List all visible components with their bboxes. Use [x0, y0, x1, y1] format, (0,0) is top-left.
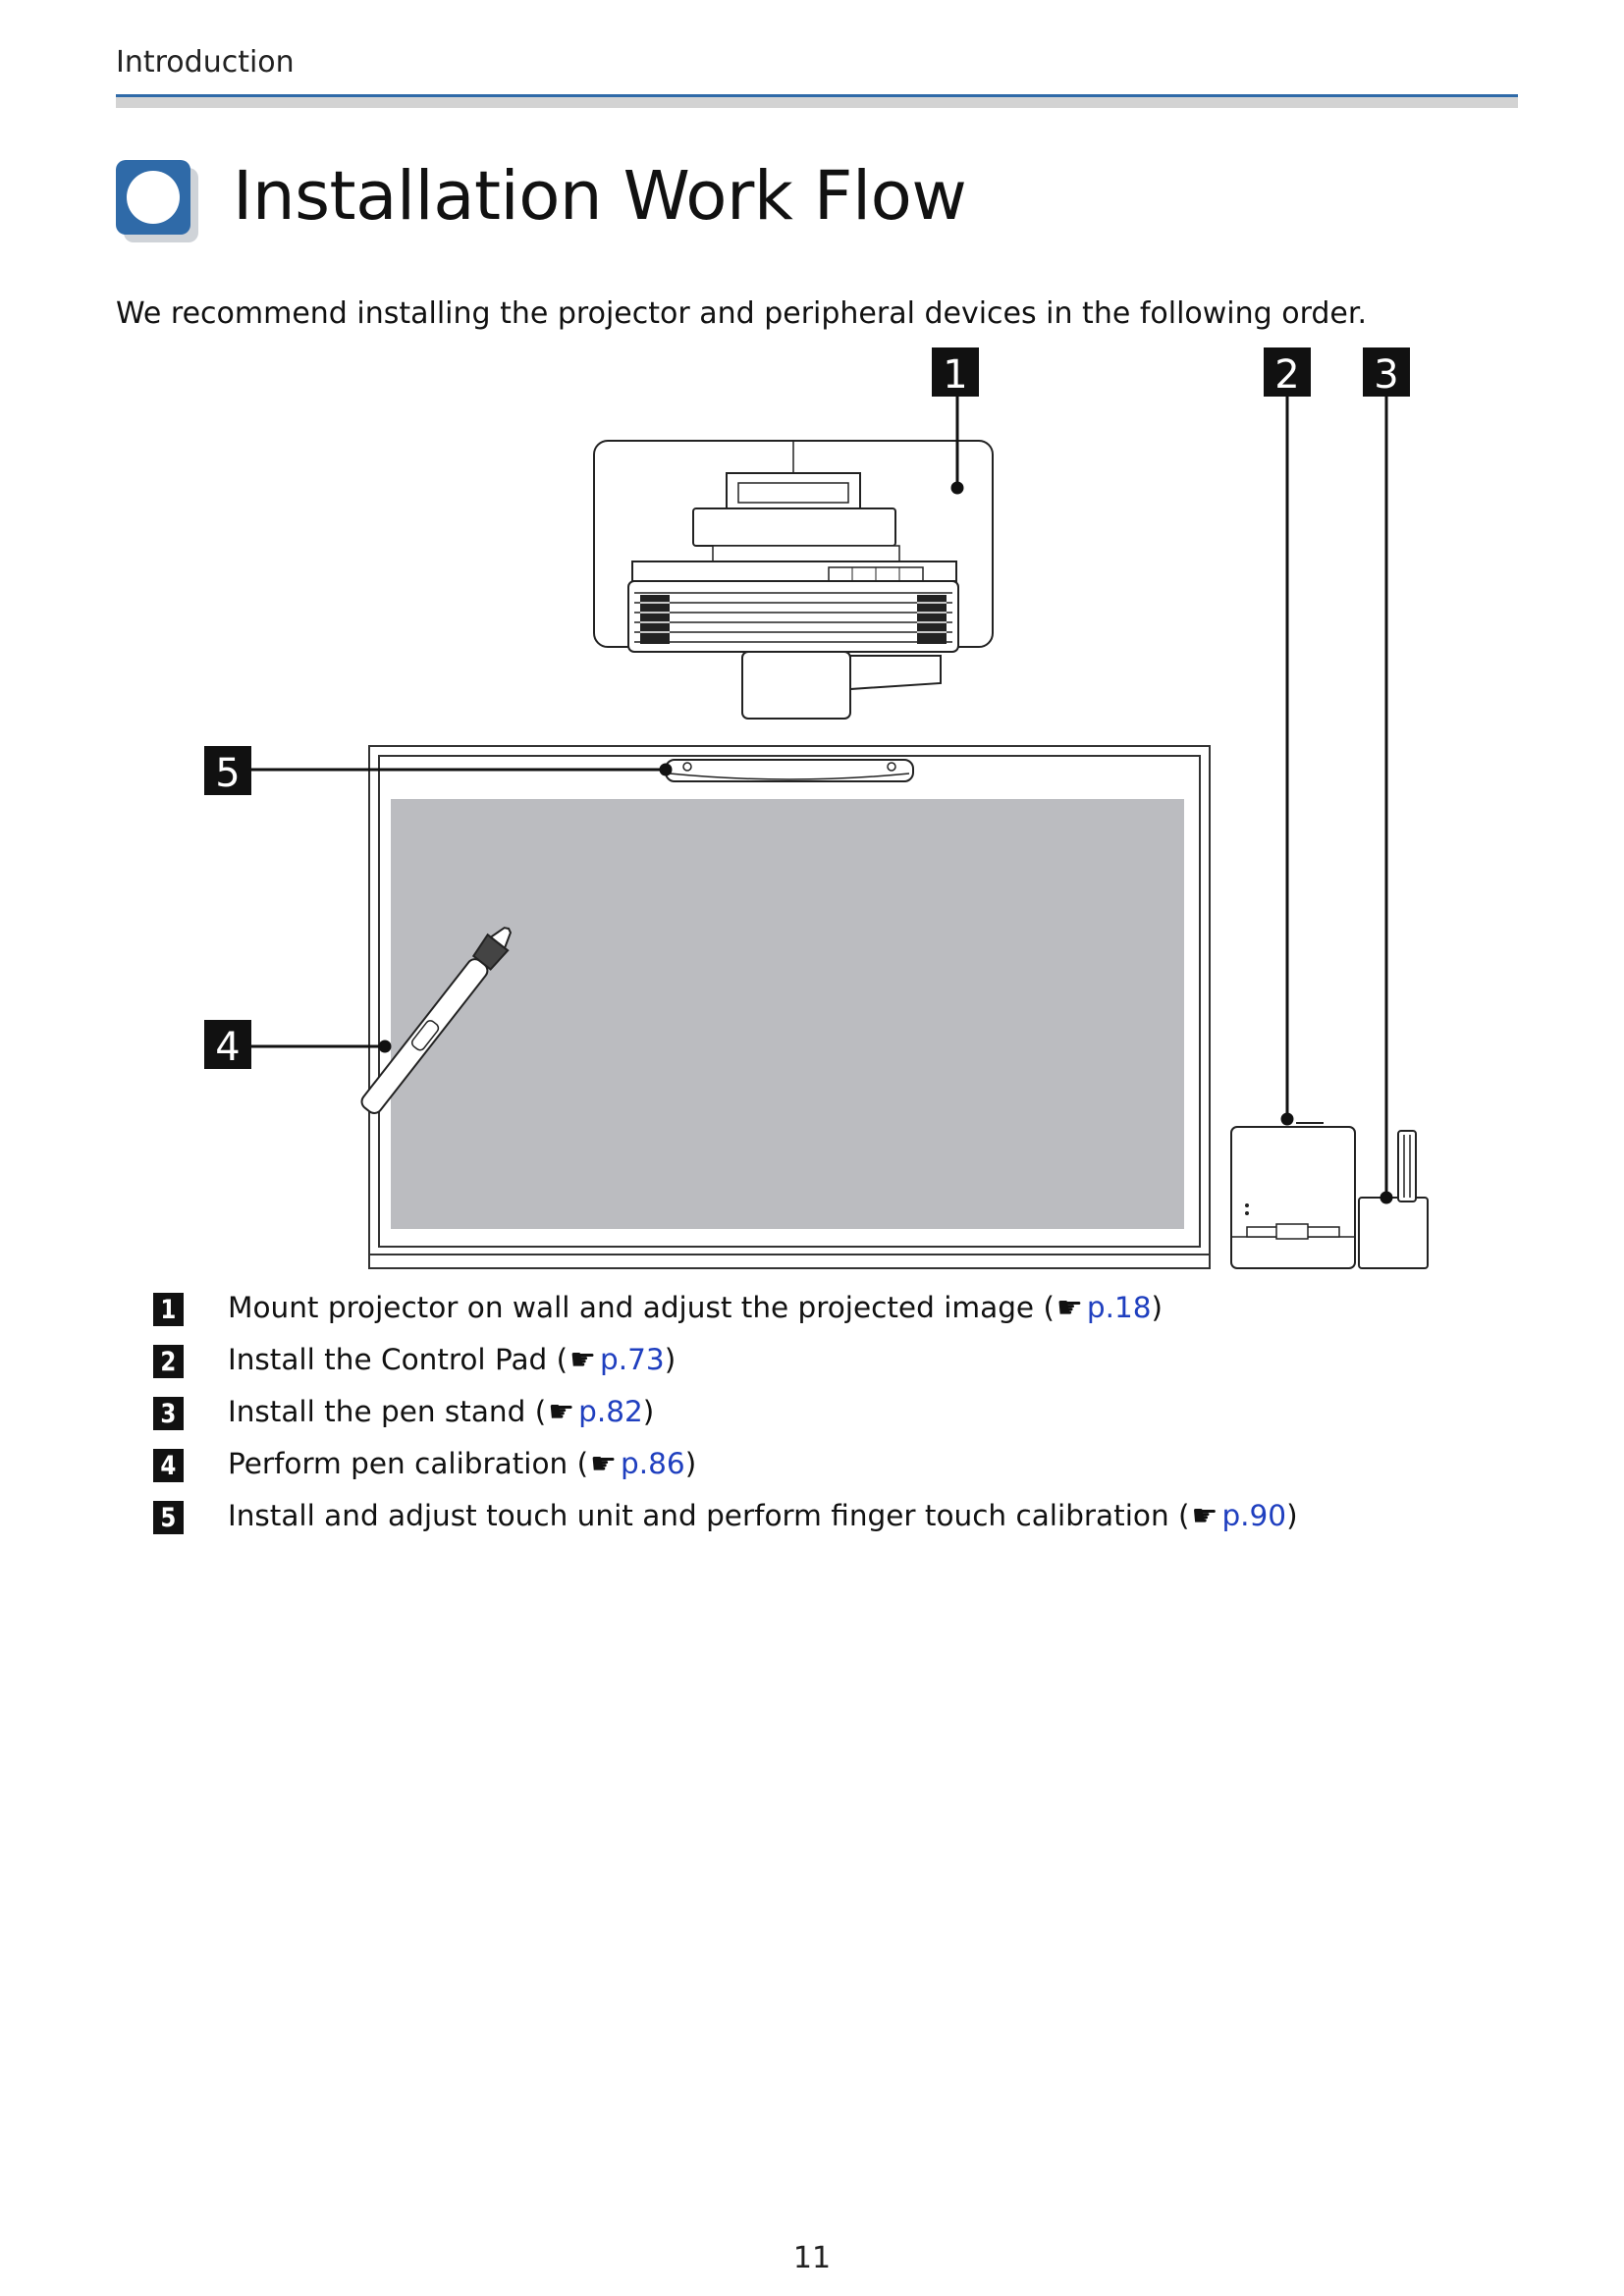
step-item-3: 3 Install the pen stand (☛p.82) [153, 1392, 654, 1431]
step-item-2: 2 Install the Control Pad (☛p.73) [153, 1340, 676, 1379]
header-rule [116, 94, 1518, 97]
pointing-hand-icon: ☛ [548, 1394, 575, 1429]
callout-badge-5: 5 [204, 746, 251, 796]
step-text: Install the pen stand ( [228, 1395, 547, 1428]
page-link-73[interactable]: p.73 [600, 1343, 665, 1376]
callout-badge-3: 3 [1363, 347, 1410, 398]
projector-illustration [593, 440, 994, 720]
callout-badge-4: 4 [204, 1020, 251, 1070]
control-pad-illustration [1230, 1122, 1356, 1269]
svg-text:4: 4 [215, 1025, 240, 1070]
pointing-hand-icon: ☛ [1191, 1498, 1218, 1533]
step-number-badge: 5 [153, 1501, 184, 1534]
page-number: 11 [792, 2241, 832, 2275]
whiteboard [368, 745, 1211, 1269]
step-text: Install the Control Pad ( [228, 1343, 568, 1376]
pen-stand-illustration [1358, 1130, 1429, 1269]
step-item-4: 4 Perform pen calibration (☛p.86) [153, 1444, 696, 1483]
page-link-90[interactable]: p.90 [1221, 1499, 1287, 1532]
svg-text:2: 2 [1274, 352, 1299, 398]
projected-image-area [391, 799, 1184, 1229]
section-bullet-icon [116, 160, 198, 242]
pointing-hand-icon: ☛ [1056, 1290, 1083, 1325]
step-text: Mount projector on wall and adjust the p… [228, 1291, 1055, 1324]
callout-leaders [251, 392, 1393, 1204]
intro-paragraph: We recommend installing the projector an… [116, 296, 1368, 331]
header-rule-shadow [116, 97, 1518, 108]
touch-unit-illustration [665, 759, 914, 782]
page-link-18[interactable]: p.18 [1086, 1291, 1152, 1324]
pointing-hand-icon: ☛ [569, 1342, 597, 1377]
step-item-5: 5 Install and adjust touch unit and perf… [153, 1496, 1298, 1535]
pen-illustration [360, 927, 513, 1114]
running-header: Introduction [116, 45, 295, 80]
callout-badge-2: 2 [1264, 347, 1311, 398]
step-item-1: 1 Mount projector on wall and adjust the… [153, 1288, 1163, 1327]
svg-text:3: 3 [1374, 352, 1398, 398]
page-link-86[interactable]: p.86 [621, 1447, 685, 1480]
step-text: Install and adjust touch unit and perfor… [228, 1499, 1190, 1532]
step-text: Perform pen calibration ( [228, 1447, 589, 1480]
step-number-badge: 2 [153, 1345, 184, 1378]
step-number-badge: 1 [153, 1293, 184, 1326]
pointing-hand-icon: ☛ [590, 1446, 618, 1481]
step-number-badge: 3 [153, 1397, 184, 1430]
page-title: Installation Work Flow [233, 157, 967, 236]
step-number-badge: 4 [153, 1449, 184, 1482]
page-link-82[interactable]: p.82 [578, 1395, 643, 1428]
svg-text:5: 5 [215, 751, 240, 796]
svg-text:1: 1 [943, 352, 967, 398]
callout-badge-1: 1 [932, 347, 979, 398]
